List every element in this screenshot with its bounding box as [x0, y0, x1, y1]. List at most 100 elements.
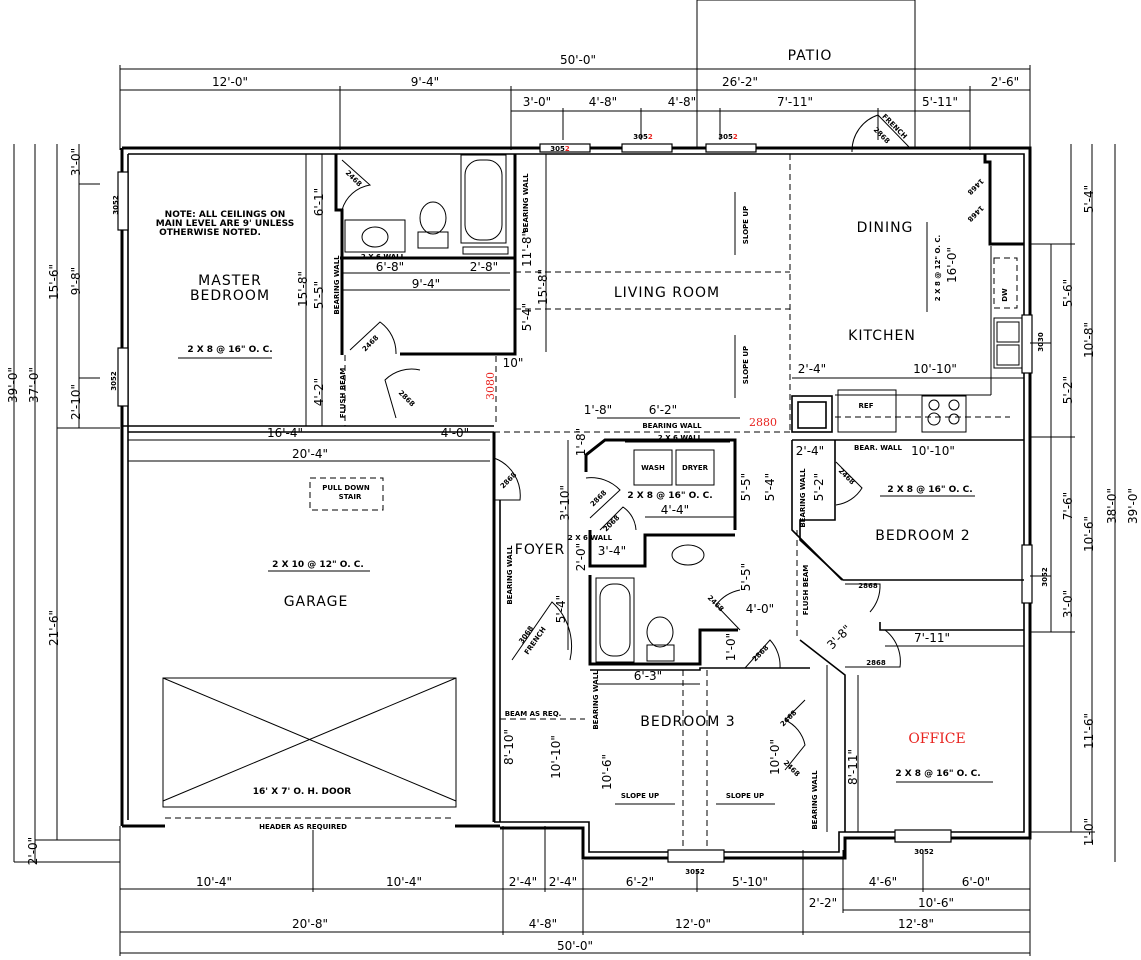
dryer-label: DRYER — [682, 464, 709, 472]
window-label-red-2: 3052 — [633, 133, 653, 141]
dim: 8'-11" — [846, 749, 860, 785]
dim: 15'-8" — [296, 271, 310, 307]
door-label: 2868 — [866, 659, 886, 667]
bearing-wall-label: BEARING WALL — [592, 670, 600, 730]
dim: 10'-0" — [768, 739, 782, 775]
master-bath-dimensions: 6'-1" 5'-5" 4'-2" 15'-8" 6'-8" 2'-8" 9'-… — [296, 154, 523, 426]
dim: 5'-4" — [1082, 185, 1096, 213]
dim: 2'-4" — [509, 875, 537, 889]
dim: 12'-8" — [898, 917, 934, 931]
dim: 5'-4" — [554, 595, 568, 623]
refrigerator-label: REF — [859, 402, 874, 410]
dim: 2'-10" — [69, 384, 83, 420]
wall-note: 2 X 6 WALL — [361, 253, 406, 261]
ceiling-note-line3: OTHERWISE NOTED. — [159, 228, 261, 238]
dim: 5'-5" — [739, 563, 753, 591]
dim: 11'-6" — [1082, 713, 1096, 749]
dim: 3'-0" — [1061, 590, 1075, 618]
window-label-red-3: 3052 — [718, 133, 738, 141]
dim: 5'-2" — [812, 473, 826, 501]
dim-left-main: 37'-0" — [27, 367, 41, 403]
dim: 10" — [503, 356, 524, 370]
dim: 2'-4" — [796, 444, 824, 458]
dim: 1'-0" — [724, 633, 738, 661]
exterior-walls — [120, 146, 1032, 860]
room-label-dining: DINING — [857, 220, 914, 236]
dim: 3'-10" — [558, 485, 572, 521]
dim: 5'-6" — [1061, 279, 1075, 307]
slope-up-label: SLOPE UP — [621, 792, 659, 800]
room-label-master: MASTER — [198, 273, 262, 289]
slope-up-label: SLOPE UP — [726, 792, 764, 800]
dim: 15'-8" — [536, 269, 550, 305]
living-room: LIVING ROOM SLOPE UP SLOPE UP 15'-8" 5'-… — [515, 113, 911, 430]
dim-5-11: 5'-11" — [922, 95, 958, 109]
dim: 5'-5" — [312, 281, 326, 309]
bearing-wall-label: BEARING WALL — [333, 255, 341, 315]
door-label: 2468 — [706, 594, 726, 614]
dim-2-6: 2'-6" — [991, 75, 1019, 89]
dim-left-garage: 21'-6" — [47, 610, 61, 646]
dim-left-master: 15'-6" — [47, 264, 61, 300]
joist-note: 2 X 10 @ 12" O. C. — [272, 560, 364, 570]
dim-9-4: 9'-4" — [411, 75, 439, 89]
door-label: 2868 — [872, 126, 892, 146]
dim: 10'-4" — [196, 875, 232, 889]
kitchen-dining: DINING KITCHEN 2 X 8 @ 12" O. C. 16'-0" … — [749, 154, 1045, 433]
pull-down-stair-label: PULL DOWN — [322, 484, 370, 492]
door-label: 2868 — [858, 582, 878, 590]
pull-down-stair-label-2: STAIR — [339, 493, 362, 501]
dim: 20'-8" — [292, 917, 328, 931]
door-label: 2868 — [397, 389, 417, 409]
dim: 9'-8" — [69, 267, 83, 295]
flush-beam-label: FLUSH BEAM — [339, 368, 347, 419]
dim: 9'-4" — [412, 277, 440, 291]
dim: 10'-4" — [386, 875, 422, 889]
dim: 6'-2" — [649, 403, 677, 417]
dim: 1'-8" — [584, 403, 612, 417]
dim: 5'-2" — [1061, 376, 1075, 404]
dim: 4'-2" — [312, 378, 326, 406]
garage-door-label: 16' X 7' O. H. DOOR — [253, 787, 351, 797]
dim: 6'-0" — [962, 875, 990, 889]
patio: PATIO — [696, 0, 916, 149]
dim: 4'-4" — [661, 503, 689, 517]
dishwasher-label: DW — [1001, 288, 1009, 302]
bottom-dimensions: 10'-4" 10'-4" 2'-4" 2'-4" 6'-2" 5'-10" 4… — [119, 826, 1031, 956]
slope-up-label: SLOPE UP — [742, 206, 750, 244]
dim-left-overall: 39'-0" — [6, 367, 20, 403]
dim: 5'-5" — [739, 473, 753, 501]
master-bedroom: 3052 3052 NOTE: ALL CEILINGS ON MAIN LEV… — [110, 195, 294, 391]
dim: 1'-8" — [574, 428, 588, 456]
door-label: 2868 — [499, 471, 519, 491]
dim: 2'-0" — [574, 543, 588, 571]
dim: 7'-6" — [1061, 492, 1075, 520]
joist-note: 2 X 8 @ 16" O. C. — [187, 345, 272, 355]
bedroom-2: BEAR. WALL 2'-4" 10'-10" BEARING WALL 5'… — [791, 439, 1049, 652]
master-bath: 2 X 6 WALL BEARING WALL BEARING WALL FLU… — [333, 154, 530, 426]
office: 7'-11" 2868 8'-11" OFFICE 2 X 8 @ 16" O.… — [799, 622, 1024, 856]
dim: 1'-0" — [1082, 818, 1096, 846]
dim-7-11: 7'-11" — [777, 95, 813, 109]
door-label: 2468 — [779, 709, 799, 729]
door-label: 2468 — [837, 467, 857, 487]
dim: 10'-6" — [918, 896, 954, 910]
room-label-office: OFFICE — [908, 731, 965, 747]
window-label-red-1: 3052 — [550, 145, 570, 153]
room-label-foyer: FOYER — [515, 542, 565, 558]
wall-note: 2 X 6 WALL — [568, 534, 613, 542]
dim: 6'-3" — [634, 669, 662, 683]
door-label-2880: 2880 — [749, 416, 777, 429]
dim: 3'-8" — [824, 622, 854, 652]
bearing-wall-label: BEARING WALL — [799, 468, 807, 528]
bearing-wall-label: BEAR. WALL — [854, 444, 902, 452]
dim: 16'-0" — [945, 247, 959, 283]
dim: 3'-0" — [69, 148, 83, 176]
room-label-living: LIVING ROOM — [614, 285, 720, 301]
dim-right-overall: 39'-0" — [1126, 488, 1140, 524]
door-label: 1468 — [966, 204, 986, 224]
dim-4-8b: 4'-8" — [668, 95, 696, 109]
joist-note: 2 X 8 @ 16" O. C. — [887, 485, 972, 495]
dim: 20'-4" — [292, 447, 328, 461]
dim: 12'-0" — [675, 917, 711, 931]
